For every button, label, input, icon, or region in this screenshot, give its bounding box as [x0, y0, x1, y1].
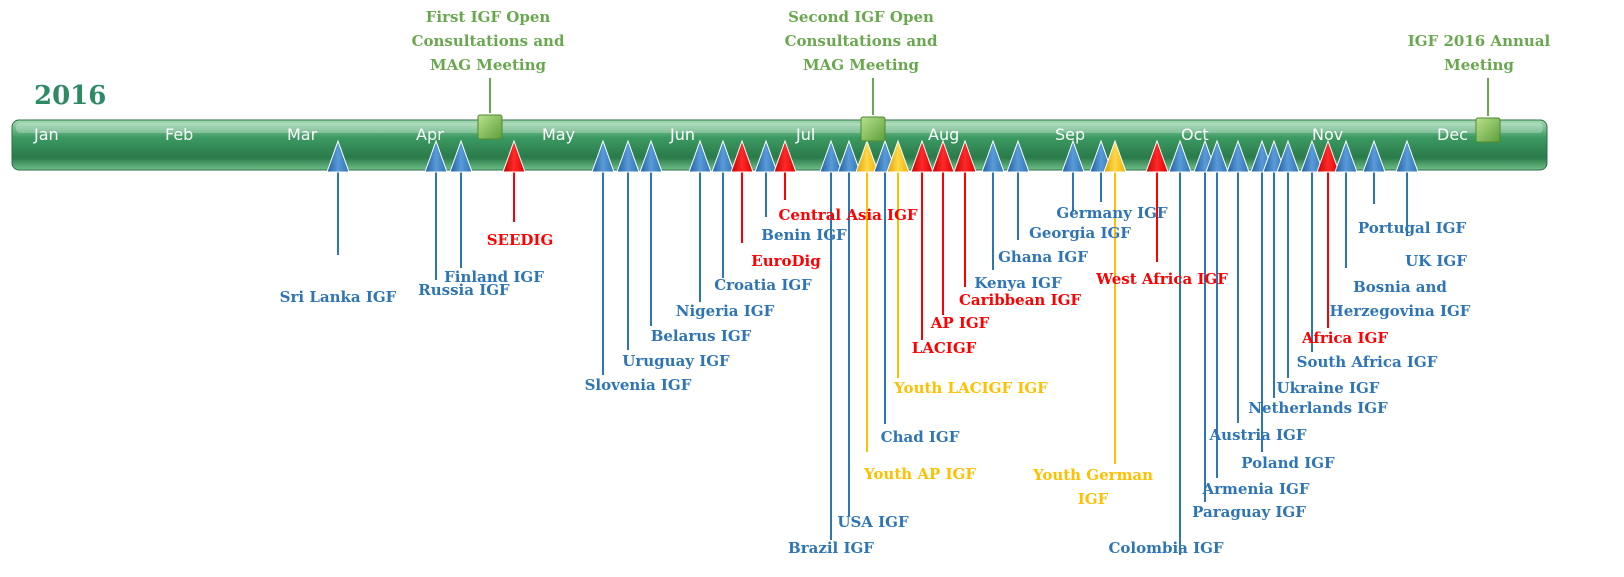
marker-finland-igf	[449, 139, 473, 173]
month-label-jun: Jun	[669, 125, 695, 144]
event-markers	[326, 139, 1419, 173]
event-label-germany-igf: Germany IGF	[1056, 204, 1168, 222]
event-label-portugal-igf: Portugal IGF	[1358, 219, 1467, 237]
marker-georgia-igf	[1061, 139, 1085, 173]
event-label-paraguay-igf: Paraguay IGF	[1192, 503, 1306, 521]
marker-brazil-igf	[819, 139, 843, 173]
event-label-sri-lanka-igf: Sri Lanka IGF	[280, 288, 397, 306]
marker-armenia-igf	[1205, 139, 1229, 173]
month-label-jan: Jan	[33, 125, 59, 144]
month-label-jul: Jul	[795, 125, 815, 144]
timeline-bar-highlight	[16, 123, 1543, 133]
event-label-finland-igf: Finland IGF	[444, 268, 544, 286]
event-label-colombia-igf: Colombia IGF	[1108, 539, 1223, 557]
month-label-oct: Oct	[1181, 125, 1209, 144]
event-label-nigeria-igf: Nigeria IGF	[676, 302, 775, 320]
marker-bosnia-and-herzegovina-igf	[1334, 139, 1358, 173]
month-label-apr: Apr	[416, 125, 444, 144]
marker-africa-igf	[1316, 139, 1340, 173]
month-label-may: May	[542, 125, 575, 144]
event-label-ghana-igf: Ghana IGF	[998, 248, 1088, 266]
event-label-brazil-igf: Brazil IGF	[788, 539, 874, 557]
event-label-usa-igf: USA IGF	[837, 513, 909, 531]
marker-portugal-igf	[1362, 139, 1386, 173]
event-label-austria-igf: Austria IGF	[1209, 426, 1307, 444]
event-label-kenya-igf: Kenya IGF	[974, 274, 1062, 292]
year-title: 2016	[34, 81, 106, 111]
connector-lines	[337, 172, 1408, 555]
month-labels: Jan Feb Mar Apr May Jun Jul Aug Sep Oct Nov Dec	[33, 125, 1468, 144]
event-label-benin-igf: Benin IGF	[761, 226, 847, 244]
marker-youth-lacigf-igf	[886, 139, 910, 173]
event-label-chad-igf: Chad IGF	[881, 428, 960, 446]
marker-sri-lanka-igf	[326, 139, 350, 173]
event-label-lacigf: LACIGF	[912, 339, 977, 357]
event-label-slovenia-igf: Slovenia IGF	[585, 376, 692, 394]
marker-uk-igf	[1395, 139, 1419, 173]
month-label-aug: Aug	[928, 125, 959, 144]
month-label-mar: Mar	[287, 125, 318, 144]
marker-youth-german-igf	[1103, 139, 1127, 173]
marker-lacigf	[910, 139, 934, 173]
marker-ghana-igf	[1006, 139, 1030, 173]
marker-benin-igf	[754, 139, 778, 173]
milestone-marker-2	[860, 116, 886, 142]
event-label-youth-ap-igf: Youth AP IGF	[863, 465, 976, 483]
event-label-uk-igf: UK IGF	[1405, 252, 1467, 270]
milestone-marker-1	[477, 114, 503, 140]
marker-west-africa-igf	[1145, 139, 1169, 173]
marker-slovenia-igf	[591, 139, 615, 173]
marker-nigeria-igf	[688, 139, 712, 173]
event-label-west-africa-igf: West Africa IGF	[1095, 270, 1228, 288]
marker-caribbean-igf	[953, 139, 977, 173]
month-label-dec: Dec	[1437, 125, 1468, 144]
marker-youth-ap-igf	[855, 139, 879, 173]
event-label-youth-lacigf-igf: Youth LACIGF IGF	[893, 379, 1048, 397]
marker-eurodig	[730, 139, 754, 173]
marker-south-africa-igf	[1300, 139, 1324, 173]
event-label-netherlands-igf: Netherlands IGF	[1248, 399, 1388, 417]
marker-usa-igf	[837, 139, 861, 173]
event-label-croatia-igf: Croatia IGF	[714, 276, 812, 294]
event-label-caribbean-igf: Caribbean IGF	[959, 291, 1081, 309]
event-label-africa-igf: Africa IGF	[1301, 329, 1388, 347]
marker-austria-igf	[1226, 139, 1250, 173]
event-label-belarus-igf: Belarus IGF	[651, 327, 752, 345]
marker-uruguay-igf	[616, 139, 640, 173]
event-label-central-asia-igf: Central Asia IGF	[778, 206, 917, 224]
event-label-south-africa-igf: South Africa IGF	[1297, 353, 1438, 371]
event-label-armenia-igf: Armenia IGF	[1202, 480, 1310, 498]
event-label-seedig: SEEDIG	[487, 231, 554, 249]
month-label-nov: Nov	[1312, 125, 1343, 144]
event-label-ap-igf: AP IGF	[930, 314, 990, 332]
marker-belarus-igf	[639, 139, 663, 173]
event-label-russia-igf: Russia IGF	[418, 281, 510, 299]
event-label-georgia-igf: Georgia IGF	[1029, 224, 1131, 242]
event-label-poland-igf: Poland IGF	[1241, 454, 1335, 472]
marker-croatia-igf	[711, 139, 735, 173]
marker-seedig	[502, 139, 526, 173]
milestone-marker-3	[1475, 117, 1501, 143]
month-label-feb: Feb	[165, 125, 193, 144]
marker-central-asia-igf	[773, 139, 797, 173]
event-label-ukraine-igf: Ukraine IGF	[1277, 379, 1380, 397]
marker-russia-igf	[424, 139, 448, 173]
marker-ukraine-igf	[1276, 139, 1300, 173]
marker-ap-igf	[931, 139, 955, 173]
event-label-uruguay-igf: Uruguay IGF	[622, 352, 730, 370]
month-label-sep: Sep	[1055, 125, 1085, 144]
marker-kenya-igf	[981, 139, 1005, 173]
marker-colombia-igf	[1168, 139, 1192, 173]
event-label-eurodig: EuroDig	[751, 252, 821, 270]
